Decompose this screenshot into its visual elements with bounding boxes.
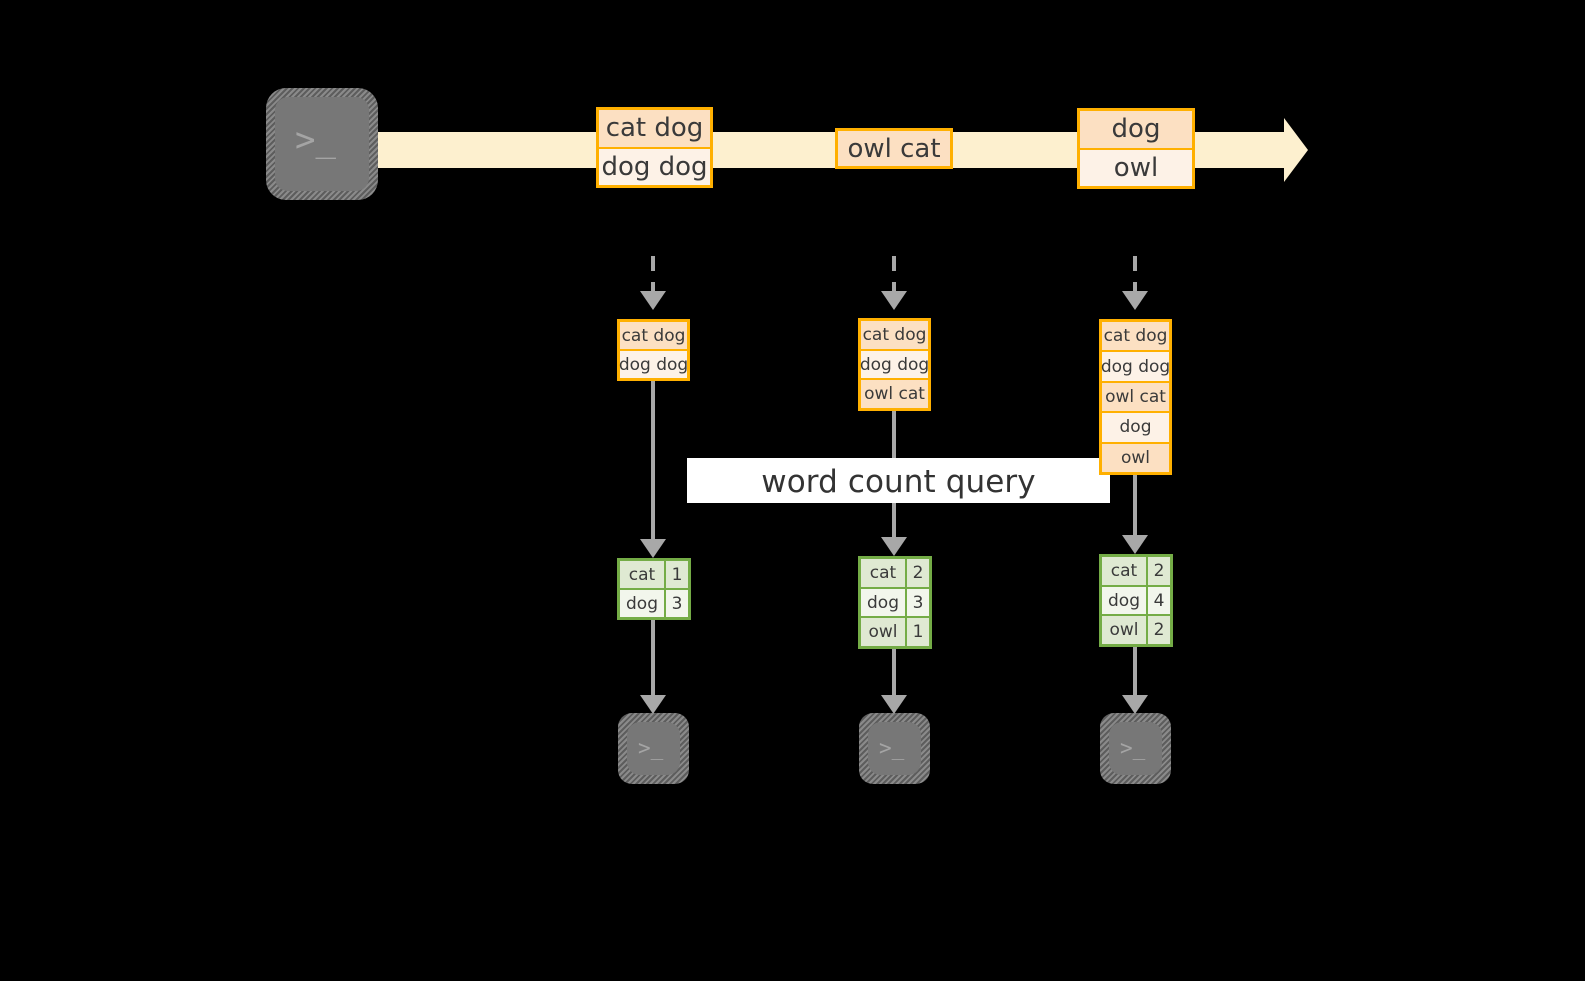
snapshot-3-result-table[interactable]: cat 2 dog 4 owl 2 [1099,554,1173,647]
connector-arrowhead [1122,695,1148,714]
connector-arrowhead [881,695,907,714]
message-line: dog dog [599,146,710,185]
accumulated-line: dog dog [619,349,688,378]
terminal-screen: >_ [627,722,680,775]
connector-snapshot-1-to-result-1 [651,381,655,540]
connector-arrowhead [881,291,907,310]
message-line: dog [1080,111,1192,148]
accumulated-line: owl cat [861,378,928,409]
table-row: dog 4 [1102,584,1170,615]
table-row: owl 1 [861,616,929,647]
table-cell-count: 1 [664,561,688,588]
connector-arrowhead [640,539,666,558]
table-cell-count: 2 [1146,616,1170,645]
table-row: dog 3 [861,586,929,617]
snapshot-1-sink-terminal-icon[interactable]: >_ [618,713,689,784]
connector-result-1-to-sink-1 [651,620,655,696]
query-label: word count query [761,464,1036,500]
accumulated-line: dog dog [1101,350,1170,381]
table-cell-word: cat [620,561,664,588]
table-cell-count: 1 [905,618,929,647]
snapshot-1-accumulated-messages[interactable]: cat dog dog dog [617,319,690,381]
connector-result-2-to-sink-2 [892,649,896,696]
table-cell-word: owl [861,618,905,647]
table-row: owl 2 [1102,614,1170,645]
terminal-prompt-glyph: >_ [638,736,664,760]
table-cell-word: dog [620,590,664,617]
table-cell-word: dog [861,588,905,617]
stream-message-1[interactable]: cat dog dog dog [596,107,713,188]
snapshot-1-result-table[interactable]: cat 1 dog 3 [617,558,691,620]
stream-message-3[interactable]: dog owl [1077,108,1195,189]
accumulated-line: owl [1102,441,1169,473]
accumulated-line: owl cat [1102,380,1169,412]
snapshot-2-result-table[interactable]: cat 2 dog 3 owl 1 [858,556,932,649]
message-line: cat dog [599,110,710,147]
table-cell-count: 3 [664,590,688,617]
terminal-prompt-glyph: >_ [295,120,336,160]
table-cell-count: 4 [1146,586,1170,615]
accumulated-line: dog [1102,411,1169,442]
message-line: owl cat [838,131,950,166]
accumulated-line: cat dog [620,322,687,349]
connector-arrowhead [640,695,666,714]
snapshot-2-accumulated-messages[interactable]: cat dog dog dog owl cat [858,318,931,411]
table-cell-word: owl [1102,616,1146,645]
table-row: cat 1 [620,561,688,588]
connector-arrowhead [1122,535,1148,554]
table-row: dog 3 [620,588,688,617]
terminal-screen: >_ [868,722,921,775]
connector-arrowhead [640,291,666,310]
snapshot-3-accumulated-messages[interactable]: cat dog dog dog owl cat dog owl [1099,319,1172,475]
terminal-prompt-glyph: >_ [879,736,905,760]
connector-stream-to-snapshot-3 [1133,256,1137,292]
table-cell-count: 2 [905,559,929,587]
table-cell-count: 3 [905,588,929,617]
table-row: cat 2 [861,559,929,587]
terminal-screen: >_ [1109,722,1162,775]
accumulated-line: dog dog [860,348,929,379]
snapshot-2-sink-terminal-icon[interactable]: >_ [859,713,930,784]
stream-message-2[interactable]: owl cat [835,128,953,169]
connector-stream-to-snapshot-1 [651,256,655,292]
table-cell-count: 2 [1146,557,1170,585]
table-row: cat 2 [1102,557,1170,585]
connector-result-3-to-sink-3 [1133,647,1137,696]
terminal-prompt-glyph: >_ [1120,736,1146,760]
terminal-screen: >_ [275,97,369,191]
table-cell-word: cat [1102,557,1146,585]
connector-snapshot-3-to-result-3 [1133,475,1137,536]
query-label-band [687,458,1110,503]
connector-stream-to-snapshot-2 [892,256,896,292]
snapshot-3-sink-terminal-icon[interactable]: >_ [1100,713,1171,784]
accumulated-line: cat dog [861,321,928,349]
table-cell-word: cat [861,559,905,587]
stream-arrowhead [1262,118,1308,182]
table-cell-word: dog [1102,586,1146,615]
message-line: owl [1080,147,1192,186]
accumulated-line: cat dog [1102,322,1169,351]
connector-arrowhead [1122,291,1148,310]
source-terminal-icon[interactable]: >_ [266,88,378,200]
connector-arrowhead [881,537,907,556]
